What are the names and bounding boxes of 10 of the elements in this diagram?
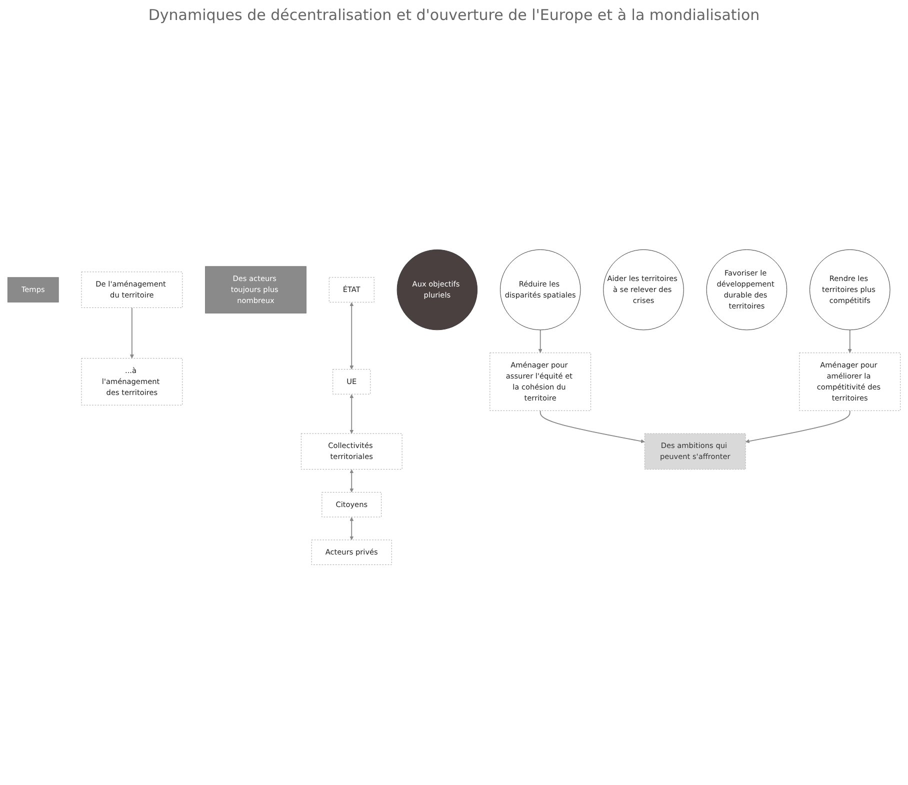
arrow — [745, 410, 850, 444]
arrow — [350, 394, 354, 434]
arrow — [848, 330, 852, 354]
arrow — [130, 308, 134, 359]
arrow — [350, 302, 354, 370]
arrow — [350, 470, 354, 493]
note-text: Dynamiques de décentralisation et d'ouverture de l'Europe et à la mondialisation — [147, 5, 761, 26]
arrow — [350, 517, 354, 540]
arrow — [540, 410, 645, 444]
arrow — [538, 330, 542, 354]
